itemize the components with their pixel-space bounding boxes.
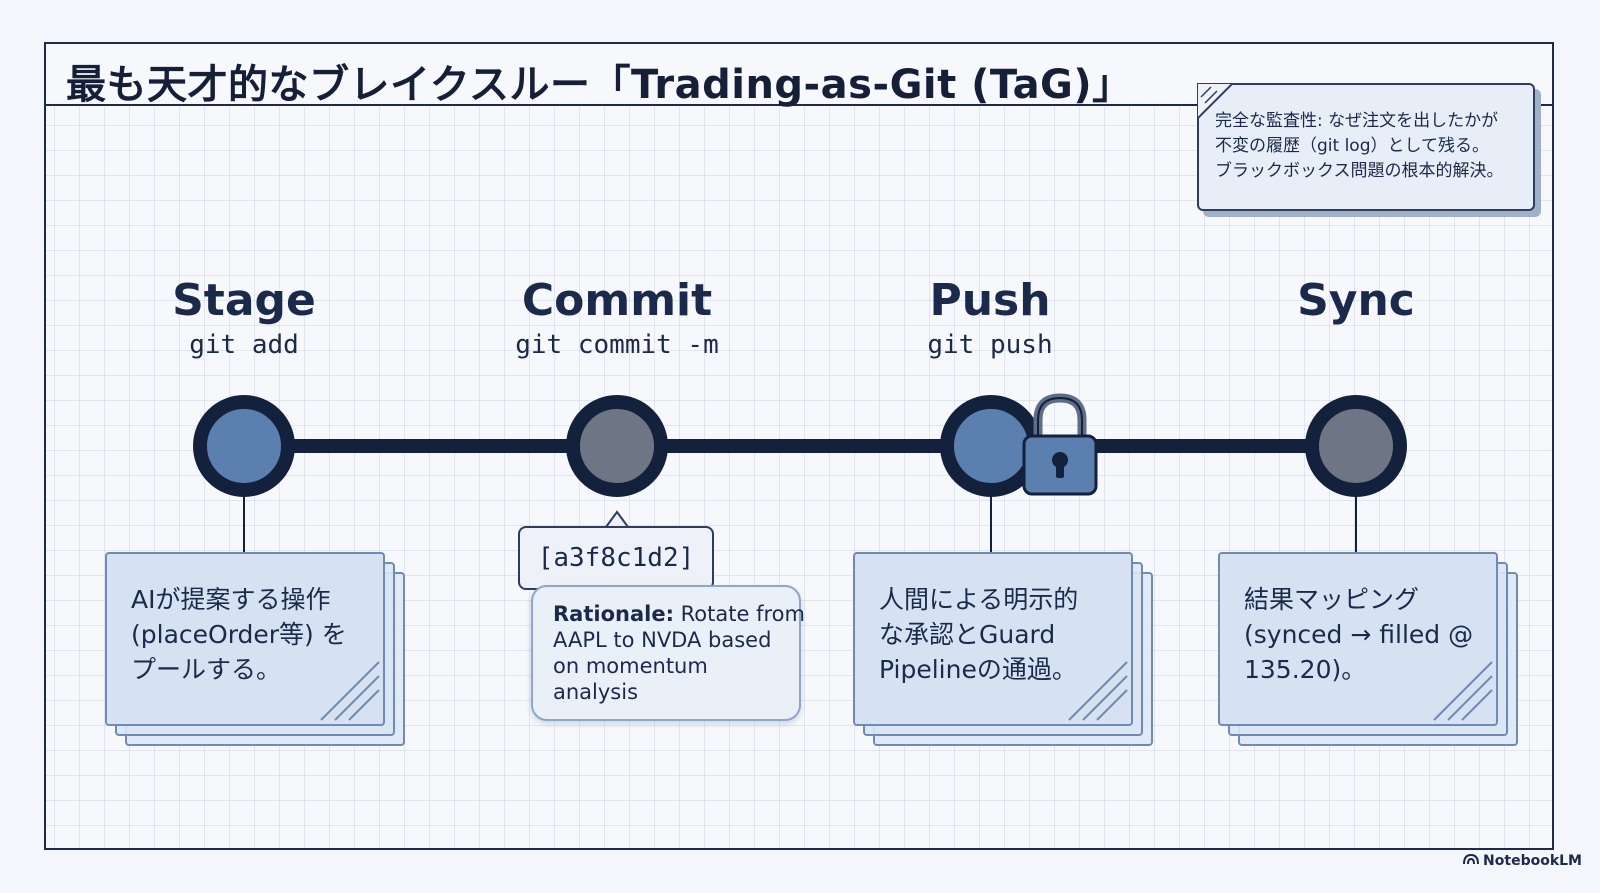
rationale-text: Rotate from [673,602,805,626]
card-sync: 結果マッピング (synced → filled @ 135.20)。 [1218,552,1518,746]
card-corner-hatch-icon [1433,661,1493,721]
note-corner-hatch-icon [1197,83,1235,121]
card-sheet [105,552,385,726]
card-line: (synced → filled @ [1244,620,1474,649]
rationale-label: Rationale: [553,602,674,626]
card-line: (placeOrder等) を [131,620,347,649]
note-line-1: 完全な監査性: なぜ注文を出したかが [1215,111,1499,131]
note-line-3: ブラックボックス問題の根本的解決。 [1215,161,1504,181]
padlock-icon [1022,393,1098,496]
card-push-text: 人間による明示的 な承認とGuard Pipelineの通過。 [879,582,1078,687]
card-sheet [853,552,1133,726]
card-line: Pipelineの通過。 [879,655,1077,684]
card-line: プールする。 [131,655,282,684]
card-line: な承認とGuard [879,620,1056,649]
brand-name: NotebookLM [1483,853,1582,869]
commit-hash: [a3f8c1d2] [518,526,714,590]
audit-note: 完全な監査性: なぜ注文を出したかが 不変の履歴（git log）として残る。 … [1197,83,1535,211]
card-line: AIが提案する操作 [131,585,331,614]
card-sync-text: 結果マッピング (synced → filled @ 135.20)。 [1244,582,1473,687]
card-stage: AIが提案する操作 (placeOrder等) を プールする。 [105,552,405,746]
node-push [940,395,1042,497]
card-corner-hatch-icon [320,661,380,721]
card-push: 人間による明示的 な承認とGuard Pipelineの通過。 [853,552,1153,746]
stage-label-stage: Stage [172,275,316,326]
hash-pointer [605,510,629,528]
commit-rationale: Rationale: Rotate from AAPL to NVDA base… [531,585,805,721]
rationale-line-2: AAPL to NVDA based [553,628,772,652]
stage-command-push: git push [927,330,1053,360]
card-stage-text: AIが提案する操作 (placeOrder等) を プールする。 [131,582,347,687]
node-stage [193,395,295,497]
brand-watermark: NotebookLM [1463,853,1582,869]
card-line: 結果マッピング [1244,585,1420,614]
page-title: 最も天才的なブレイクスルー「Trading-as-Git (TaG)」 [66,62,1133,108]
note-line-2: 不変の履歴（git log）として残る。 [1215,136,1489,156]
stage-command-stage: git add [189,330,299,360]
stage-label-sync: Sync [1297,275,1415,326]
rationale-line-1: Rationale: Rotate from [553,601,805,627]
stage-label-push: Push [929,275,1051,326]
card-corner-hatch-icon [1068,661,1128,721]
rationale-line-4: analysis [553,680,639,704]
rationale-line-3: on momentum [553,654,708,678]
card-line: 135.20)。 [1244,655,1367,684]
stage-label-commit: Commit [521,275,713,326]
card-sheet [1218,552,1498,726]
notebooklm-logo-icon [1463,853,1480,865]
node-commit [566,395,668,497]
card-line: 人間による明示的 [879,585,1079,614]
node-sync [1305,395,1407,497]
stage-command-commit: git commit -m [515,330,719,360]
